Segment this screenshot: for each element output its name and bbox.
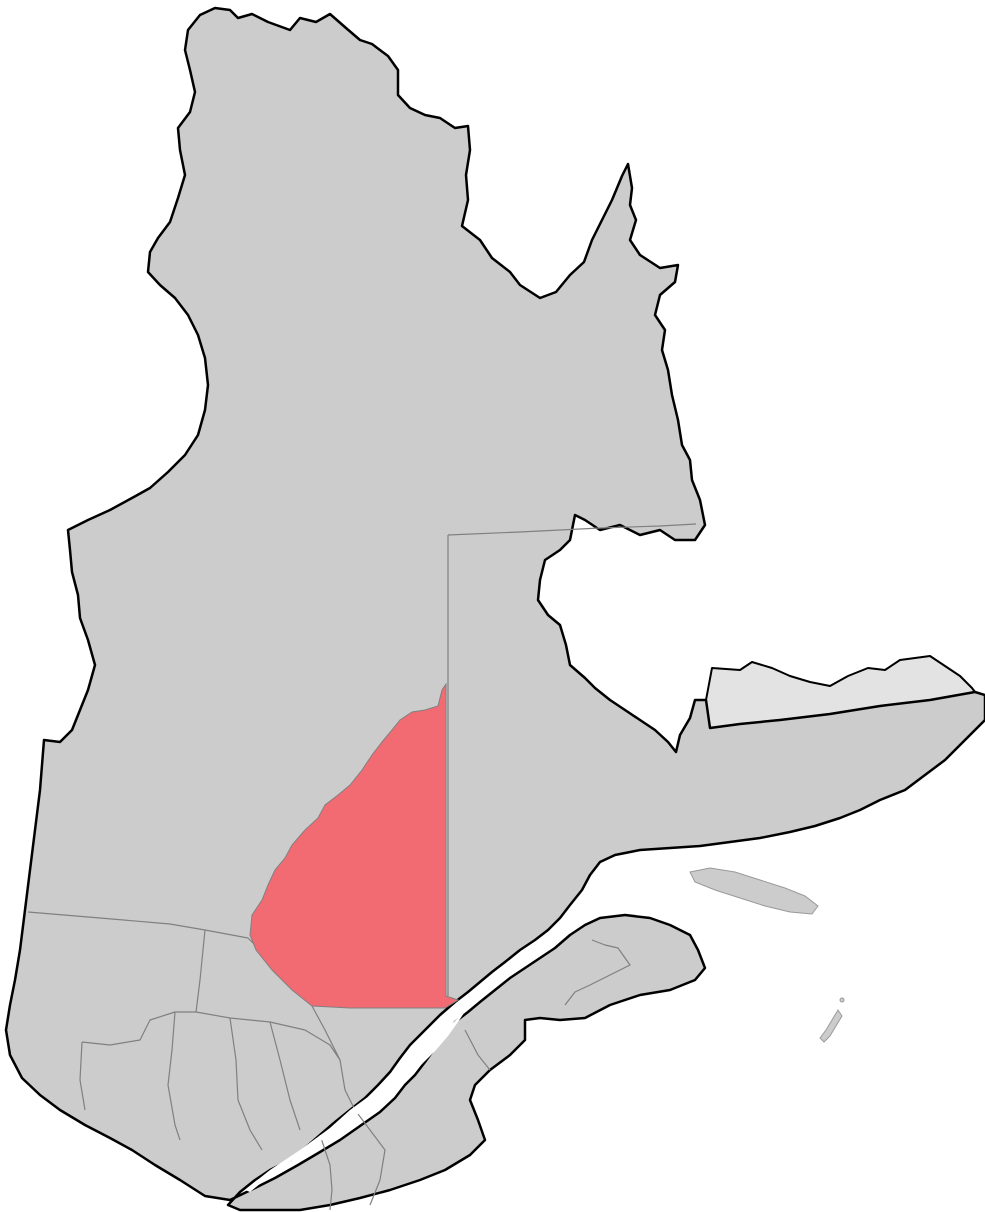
magdalen-islet bbox=[839, 997, 845, 1003]
border-internal-6 bbox=[319, 1134, 333, 1211]
border-outaouais-west bbox=[81, 1011, 196, 1046]
magdalen-islands bbox=[819, 1009, 843, 1043]
border-internal-2 bbox=[167, 1011, 181, 1141]
border-internal-5 bbox=[354, 1109, 386, 1206]
border-saguenay-capitale bbox=[311, 1005, 356, 1111]
border-internal-1 bbox=[79, 1041, 86, 1111]
border-internal-4 bbox=[269, 1021, 301, 1131]
border-cote-nord-labrador-north bbox=[447, 523, 697, 536]
border-mauricie-south bbox=[195, 1011, 341, 1061]
anticosti-island bbox=[689, 867, 819, 915]
quebec-landmass bbox=[4, 6, 985, 1212]
region-borders bbox=[27, 523, 697, 1211]
border-nord-du-quebec-south bbox=[27, 911, 255, 945]
border-bas-saint-laurent-chaudiere bbox=[464, 1029, 491, 1071]
border-abitibi-mauricie bbox=[195, 929, 206, 1013]
border-gaspesie-bas-saint-laurent bbox=[564, 939, 631, 1006]
highlighted-region-saguenay-lac-saint-jean bbox=[249, 682, 460, 1009]
saint-lawrence-river bbox=[245, 1010, 466, 1192]
border-internal-3 bbox=[229, 1017, 263, 1151]
